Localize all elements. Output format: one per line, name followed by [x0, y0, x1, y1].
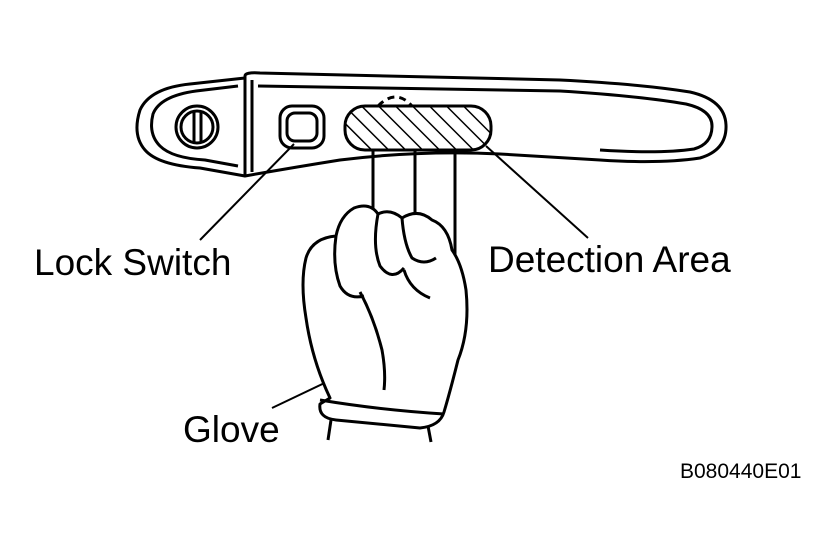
handle-grip-inner: [257, 84, 714, 154]
detection-area-leader: [485, 145, 589, 239]
handle-grip: [243, 71, 728, 178]
glove-outline: [301, 204, 469, 430]
door-handle: [135, 71, 728, 178]
glove-label: Glove: [183, 409, 280, 450]
handle-end-cap: [135, 76, 246, 178]
figure-code: B080440E01: [680, 460, 802, 483]
detection-area-region: [343, 95, 493, 152]
handle-end-cap-inner: [150, 84, 239, 168]
gloved-hand-icon: [301, 204, 469, 443]
detection-area-label: Detection Area: [488, 239, 731, 280]
lock-switch-label: Lock Switch: [34, 242, 232, 283]
lock-switch-button-icon: [278, 104, 326, 150]
lock-switch-leader: [199, 143, 295, 241]
key-cylinder-icon: [174, 104, 220, 150]
